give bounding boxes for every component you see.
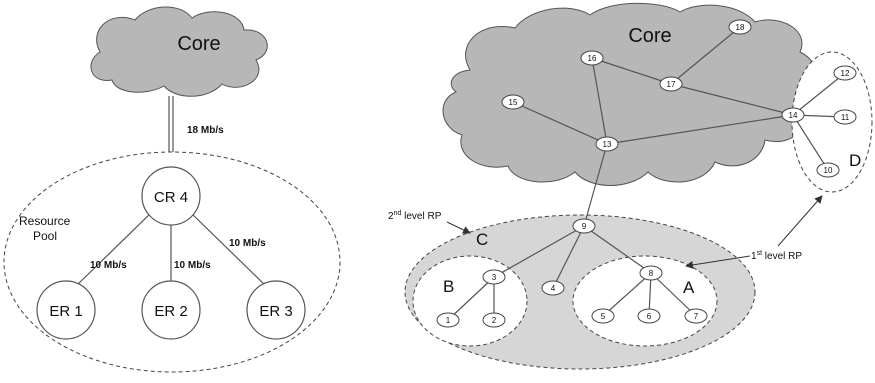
edge-cr4-er3 bbox=[189, 211, 268, 288]
node-er3-label: ER 3 bbox=[259, 303, 292, 320]
second-level-rp-arrow bbox=[446, 221, 471, 234]
edge-8-7 bbox=[650, 272, 697, 317]
group-b-label: B bbox=[443, 277, 454, 296]
right-diagram: Core 1 2 bbox=[388, 2, 873, 370]
node-5 bbox=[591, 308, 615, 324]
resource-pool-label-line1: Resource bbox=[19, 214, 71, 228]
node-3-label: 3 bbox=[492, 273, 497, 282]
node-4-label: 4 bbox=[551, 284, 556, 293]
first-level-rp-arrow-a bbox=[685, 255, 751, 269]
first-level-rp-label: 1st level RP bbox=[751, 250, 802, 262]
right-edges bbox=[447, 26, 846, 321]
node-16-label: 16 bbox=[588, 54, 597, 63]
resource-pool-label-line2: Pool bbox=[33, 229, 57, 243]
node-12 bbox=[833, 65, 857, 81]
node-18 bbox=[728, 19, 752, 35]
edge-15-13 bbox=[512, 101, 608, 145]
node-2-label: 2 bbox=[492, 316, 497, 325]
node-7-label: 7 bbox=[694, 312, 699, 321]
node-1 bbox=[436, 312, 460, 328]
left-core-cloud bbox=[90, 6, 268, 97]
left-core-link-bandwidth: 18 Mb/s bbox=[187, 125, 224, 136]
group-a-label: A bbox=[683, 278, 695, 297]
link-label-er2: 10 Mb/s bbox=[174, 260, 211, 271]
node-8 bbox=[639, 265, 663, 281]
node-8-label: 8 bbox=[649, 269, 654, 278]
edge-16-13 bbox=[591, 57, 608, 145]
node-17 bbox=[659, 76, 683, 92]
node-11-label: 11 bbox=[841, 113, 850, 122]
node-16 bbox=[580, 50, 604, 66]
edge-17-18 bbox=[670, 26, 741, 85]
node-5-label: 5 bbox=[601, 312, 606, 321]
node-4 bbox=[541, 280, 565, 296]
right-core-label: Core bbox=[628, 25, 671, 47]
node-10 bbox=[816, 162, 840, 178]
edge-17-14 bbox=[670, 83, 794, 116]
node-10-label: 10 bbox=[824, 166, 833, 175]
link-label-er1: 10 Mb/s bbox=[90, 260, 127, 271]
node-cr4 bbox=[141, 166, 201, 226]
edge-9-8 bbox=[583, 225, 652, 274]
second-level-rp-label: 2nd level RP bbox=[388, 210, 442, 222]
link-label-er3: 10 Mb/s bbox=[229, 238, 266, 249]
edge-13-14 bbox=[606, 114, 794, 145]
node-er2-label: ER 2 bbox=[154, 303, 187, 320]
node-14-label: 14 bbox=[789, 111, 798, 120]
node-6 bbox=[637, 308, 661, 324]
node-18-label: 18 bbox=[736, 23, 745, 32]
edge-14-12 bbox=[792, 72, 846, 116]
node-13-label: 13 bbox=[603, 140, 612, 149]
node-11 bbox=[833, 109, 857, 125]
node-15 bbox=[501, 94, 525, 110]
node-er2 bbox=[141, 280, 201, 340]
right-core-cloud bbox=[442, 2, 818, 186]
node-er1 bbox=[36, 280, 96, 340]
node-6-label: 6 bbox=[647, 312, 652, 321]
node-3 bbox=[482, 269, 506, 285]
node-er3 bbox=[246, 280, 306, 340]
node-15-label: 15 bbox=[509, 98, 518, 107]
node-13 bbox=[595, 136, 619, 152]
left-core-label: Core bbox=[177, 33, 220, 55]
node-cr4-label: CR 4 bbox=[154, 189, 188, 206]
edge-3-1 bbox=[447, 276, 495, 321]
node-17-label: 17 bbox=[667, 80, 676, 89]
edge-9-4 bbox=[552, 225, 585, 289]
edge-cr4-er1 bbox=[74, 211, 153, 288]
group-c-label: C bbox=[476, 230, 488, 249]
node-9 bbox=[572, 218, 596, 234]
edge-8-5 bbox=[602, 272, 652, 317]
node-7 bbox=[684, 308, 708, 324]
group-b bbox=[412, 255, 528, 347]
node-14 bbox=[781, 107, 805, 123]
edge-14-10 bbox=[792, 114, 829, 171]
right-nodes: 1 2 3 4 5 6 7 8 9 10 11 12 13 1 bbox=[436, 19, 857, 328]
node-12-label: 12 bbox=[841, 69, 850, 78]
node-er1-label: ER 1 bbox=[49, 303, 82, 320]
left-diagram: Core 18 Mb/s Resource Pool 10 Mb/s 10 Mb… bbox=[3, 6, 341, 373]
edge-13-9 bbox=[583, 143, 608, 227]
edge-16-17 bbox=[591, 57, 672, 85]
node-1-label: 1 bbox=[446, 316, 451, 325]
node-2 bbox=[482, 312, 506, 328]
group-a bbox=[572, 255, 718, 347]
group-d-label: D bbox=[849, 151, 861, 170]
first-level-rp-arrow-d bbox=[777, 195, 823, 247]
node-9-label: 9 bbox=[582, 222, 587, 231]
edge-9-3 bbox=[493, 225, 585, 278]
